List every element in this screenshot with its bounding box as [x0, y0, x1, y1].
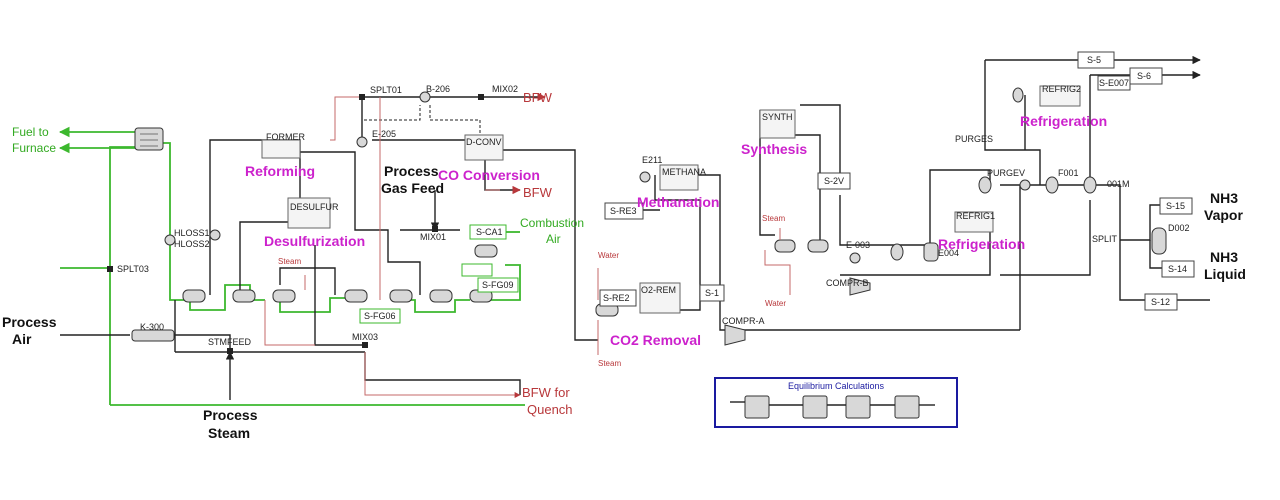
- equipment: [107, 85, 1167, 354]
- process-air-label-2: Air: [12, 331, 32, 347]
- tag-mix02: MIX02: [492, 84, 518, 94]
- nh3-liquid-label: NH3: [1210, 249, 1238, 265]
- tag-splt01: SPLT01: [370, 85, 402, 95]
- section-desulfurization: Desulfurization: [264, 233, 365, 249]
- tag-s-fg09: S-FG09: [482, 280, 514, 290]
- process-lines: [60, 55, 1210, 400]
- tag-s-2v: S-2V: [824, 176, 844, 186]
- process-steam-label-2: Steam: [208, 425, 250, 441]
- tag-hloss1: HLOSS1: [174, 228, 210, 238]
- tag-methana: METHANA: [662, 167, 706, 177]
- process-gas-feed-label: Process: [384, 163, 439, 179]
- tag-splt03: SPLT03: [117, 264, 149, 274]
- tag-s-fg06: S-FG06: [364, 311, 396, 321]
- tag-f001: F001: [1058, 168, 1079, 178]
- tag-purgev: PURGEV: [987, 168, 1025, 178]
- equilibrium-title: Equilibrium Calculations: [788, 381, 885, 391]
- tag-mix03: MIX03: [352, 332, 378, 342]
- tag-s-ca1: S-CA1: [476, 227, 503, 237]
- tag-s-re2: S-RE2: [603, 293, 630, 303]
- tag-s-re3: S-RE3: [610, 206, 637, 216]
- section-refrigeration-mid: Refrigeration: [938, 236, 1025, 252]
- fuel-to-furnace-label: Fuel to: [12, 125, 49, 139]
- tag-d002: D002: [1168, 223, 1190, 233]
- flue-gas-streams: [58, 126, 525, 406]
- water-co2-label: Water: [598, 251, 619, 260]
- tag-e211: E211: [642, 155, 662, 165]
- tag-s-14: S-14: [1168, 264, 1187, 274]
- tag-synth: SYNTH: [762, 112, 793, 122]
- tag-s-1: S-1: [705, 288, 719, 298]
- steam-co2-label: Steam: [598, 359, 621, 368]
- tag-desulfur: DESULFUR: [290, 202, 339, 212]
- bfw-top-label: BFW: [523, 90, 553, 105]
- tag-former: FORMER: [266, 132, 305, 142]
- nh3-liquid-label-2: Liquid: [1204, 266, 1246, 282]
- equilibrium-calculations-panel: Equilibrium Calculations: [714, 377, 958, 428]
- tag-co2-rem: O2-REM: [641, 285, 676, 295]
- combustion-air-label-2: Air: [546, 232, 561, 246]
- section-co-conversion: CO Conversion: [438, 167, 540, 183]
- tag-e004: E004: [938, 248, 959, 258]
- water-synth-label: Water: [765, 299, 786, 308]
- block-tags: SPLT01 B-206 MIX02 E-205 D-CONV FORMER D…: [117, 55, 1190, 347]
- tag-refrig2: REFRIG2: [1042, 84, 1081, 94]
- green-stream-boxes: [359, 224, 519, 324]
- tag-b206: B-206: [426, 84, 450, 94]
- tag-stmfeed: STMFEED: [208, 337, 252, 347]
- combustion-air-label: Combustion: [520, 216, 584, 230]
- tag-e-003: E-003: [846, 240, 870, 250]
- tag-s-5: S-5: [1087, 55, 1101, 65]
- tag-compr-b: COMPR-B: [826, 278, 869, 288]
- steam-synth-label: Steam: [762, 214, 785, 223]
- section-co2-removal: CO2 Removal: [610, 332, 701, 348]
- bfw-mid-label: BFW: [523, 185, 553, 200]
- process-gas-feed-label-2: Gas Feed: [381, 180, 444, 196]
- tag-e205: E-205: [372, 129, 396, 139]
- process-steam-label: Process: [203, 407, 258, 423]
- section-labels: Reforming Desulfurization CO Conversion …: [245, 113, 1107, 348]
- tag-001m: 001M: [1107, 179, 1130, 189]
- tag-mix01: MIX01: [420, 232, 446, 242]
- tag-compr-a: COMPR-A: [722, 316, 765, 326]
- steam-desulf-label: Steam: [278, 257, 301, 266]
- tag-s-15: S-15: [1166, 201, 1185, 211]
- utility-lines: [264, 97, 791, 355]
- tag-k300: K-300: [140, 322, 164, 332]
- section-synthesis: Synthesis: [741, 141, 807, 157]
- section-reforming: Reforming: [245, 163, 315, 179]
- bfw-quench-label-2: Quench: [527, 402, 573, 417]
- tag-refrig1: REFRIG1: [956, 211, 995, 221]
- tag-s-e007: S-E007: [1099, 78, 1129, 88]
- tag-d-conv: D-CONV: [466, 137, 502, 147]
- tag-s-12: S-12: [1151, 297, 1170, 307]
- nh3-vapor-label: NH3: [1210, 190, 1238, 206]
- fuel-to-furnace-label-2: Furnace: [12, 141, 56, 155]
- stream-boxes: [599, 51, 1195, 311]
- process-air-label: Process: [2, 314, 57, 330]
- tag-hloss2: HLOSS2: [174, 239, 210, 249]
- section-methanation: Methanation: [637, 194, 719, 210]
- tag-purges: PURGES: [955, 134, 993, 144]
- bfw-quench-label: BFW for: [522, 385, 570, 400]
- tag-split: SPLIT: [1092, 234, 1118, 244]
- nh3-vapor-label-2: Vapor: [1204, 207, 1243, 223]
- section-refrigeration-top: Refrigeration: [1020, 113, 1107, 129]
- tag-s-6: S-6: [1137, 71, 1151, 81]
- stream-labels: Fuel to Furnace Process Air Process Stea…: [2, 90, 1246, 441]
